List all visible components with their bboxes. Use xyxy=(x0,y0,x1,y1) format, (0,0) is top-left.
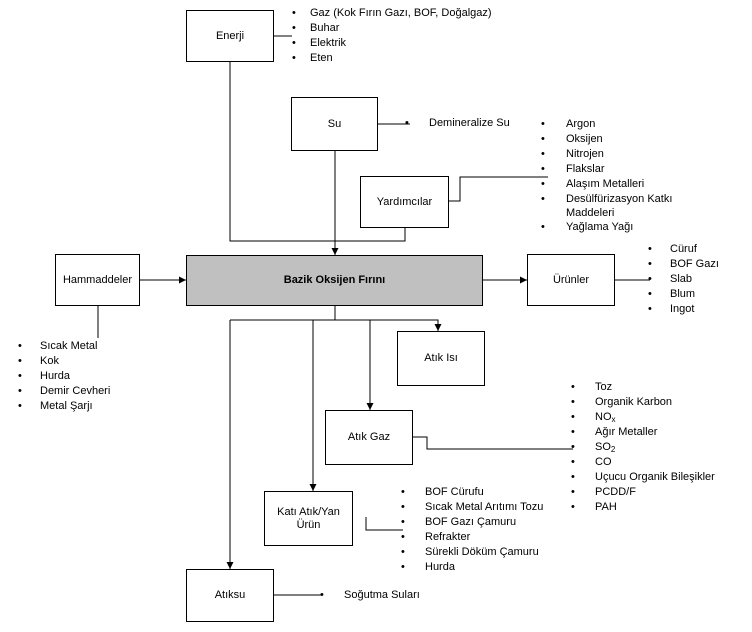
waste-gas-list: Toz Organik Karbon NOx Ağır Metaller SO2… xyxy=(571,380,715,515)
list-item: BOF Gazı xyxy=(648,257,719,272)
list-item: Yağlama Yağı xyxy=(541,220,706,235)
list-item: Demir Cevheri xyxy=(18,384,110,399)
list-item: Metal Şarjı xyxy=(18,399,110,414)
waste-heat-label: Atık Isı xyxy=(424,352,458,364)
waste-water-list: Soğutma Suları xyxy=(320,588,420,603)
waste-water-label: Atıksu xyxy=(214,589,246,601)
list-item: Argon xyxy=(541,117,706,132)
list-item: Hurda xyxy=(18,369,110,384)
products-list: Cüruf BOF Gazı Slab Blum Ingot xyxy=(648,242,719,317)
list-item: Cüruf xyxy=(648,242,719,257)
energy-box: Enerji xyxy=(186,10,274,62)
list-item: SO2 xyxy=(571,440,715,455)
water-box: Su xyxy=(291,97,378,151)
list-item: Hurda xyxy=(401,560,543,575)
list-item: NOx xyxy=(571,410,715,425)
list-item: BOF Gazı Çamuru xyxy=(401,515,543,530)
waste-water-box: Atıksu xyxy=(186,569,274,622)
list-item: Gaz (Kok Fırın Gazı, BOF, Doğalgaz) xyxy=(292,6,492,21)
water-label: Su xyxy=(327,117,342,130)
nox-subscript: x xyxy=(611,415,616,424)
output-connector xyxy=(230,306,336,321)
list-item: Refrakter xyxy=(401,530,543,545)
energy-label: Enerji xyxy=(215,29,245,42)
water-list: Demineralize Su xyxy=(405,116,510,131)
auxiliaries-box: Yardımcılar xyxy=(360,176,449,228)
furnace-box: Bazik Oksijen Fırını xyxy=(186,255,483,306)
list-item: PAH xyxy=(571,500,715,515)
list-item: Eten xyxy=(292,51,492,66)
solid-waste-label: Katı Atık/Yan Ürün xyxy=(277,505,340,531)
solid-waste-list: BOF Cürufu Sıcak Metal Arıtımı Tozu BOF … xyxy=(401,485,543,575)
list-item: Demineralize Su xyxy=(405,116,510,131)
auxiliaries-list: Argon Oksijen Nitrojen Flakslar Alaşım M… xyxy=(541,117,706,235)
so2-label: SO xyxy=(595,441,611,453)
energy-connector xyxy=(229,62,335,242)
auxiliaries-list-connector xyxy=(449,176,548,202)
raw-materials-list: Sıcak Metal Kok Hurda Demir Cevheri Meta… xyxy=(18,339,110,414)
list-item: Buhar xyxy=(292,21,492,36)
solid-waste-box: Katı Atık/Yan Ürün xyxy=(264,491,353,546)
list-item: Flakslar xyxy=(541,162,706,177)
list-item: PCDD/F xyxy=(571,485,715,500)
list-item: Uçucu Organik Bileşikler xyxy=(571,470,715,485)
list-item: Soğutma Suları xyxy=(320,588,420,603)
list-item: Sürekli Döküm Çamuru xyxy=(401,545,543,560)
waste-heat-box: Atık Isı xyxy=(397,331,485,386)
waste-gas-box: Atık Gaz xyxy=(325,410,413,465)
auxiliaries-connector xyxy=(335,228,406,242)
list-item: Ingot xyxy=(648,302,719,317)
solid-waste-list-connector xyxy=(365,517,403,531)
list-item: Nitrojen xyxy=(541,147,706,162)
raw-materials-box: Hammaddeler xyxy=(55,254,140,306)
products-label: Ürünler xyxy=(552,273,590,286)
list-item: Sıcak Metal Arıtımı Tozu xyxy=(401,500,543,515)
list-item: BOF Cürufu xyxy=(401,485,543,500)
list-item: Alaşım Metalleri xyxy=(541,177,706,192)
waste-gas-list-connector xyxy=(413,436,573,450)
waste-gas-label: Atık Gaz xyxy=(347,431,391,443)
so2-subscript: 2 xyxy=(610,445,616,454)
list-item: Kok xyxy=(18,354,110,369)
list-item: Blum xyxy=(648,287,719,302)
list-item: Sıcak Metal xyxy=(18,339,110,354)
list-item: Organik Karbon xyxy=(571,395,715,410)
products-box: Ürünler xyxy=(527,254,615,306)
list-item: Toz xyxy=(571,380,715,395)
raw-materials-label: Hammaddeler xyxy=(62,273,133,286)
furnace-label: Bazik Oksijen Fırını xyxy=(283,274,386,286)
auxiliaries-label: Yardımcılar xyxy=(376,195,433,208)
list-item: Elektrik xyxy=(292,36,492,51)
list-item: Slab xyxy=(648,272,719,287)
list-item: Oksijen xyxy=(541,132,706,147)
energy-list: Gaz (Kok Fırın Gazı, BOF, Doğalgaz) Buha… xyxy=(292,6,492,66)
list-item: Ağır Metaller xyxy=(571,425,715,440)
nox-label: NO xyxy=(595,411,612,423)
list-item: CO xyxy=(571,455,715,470)
list-item: Desülfürizasyon Katkı Maddeleri xyxy=(541,192,706,220)
